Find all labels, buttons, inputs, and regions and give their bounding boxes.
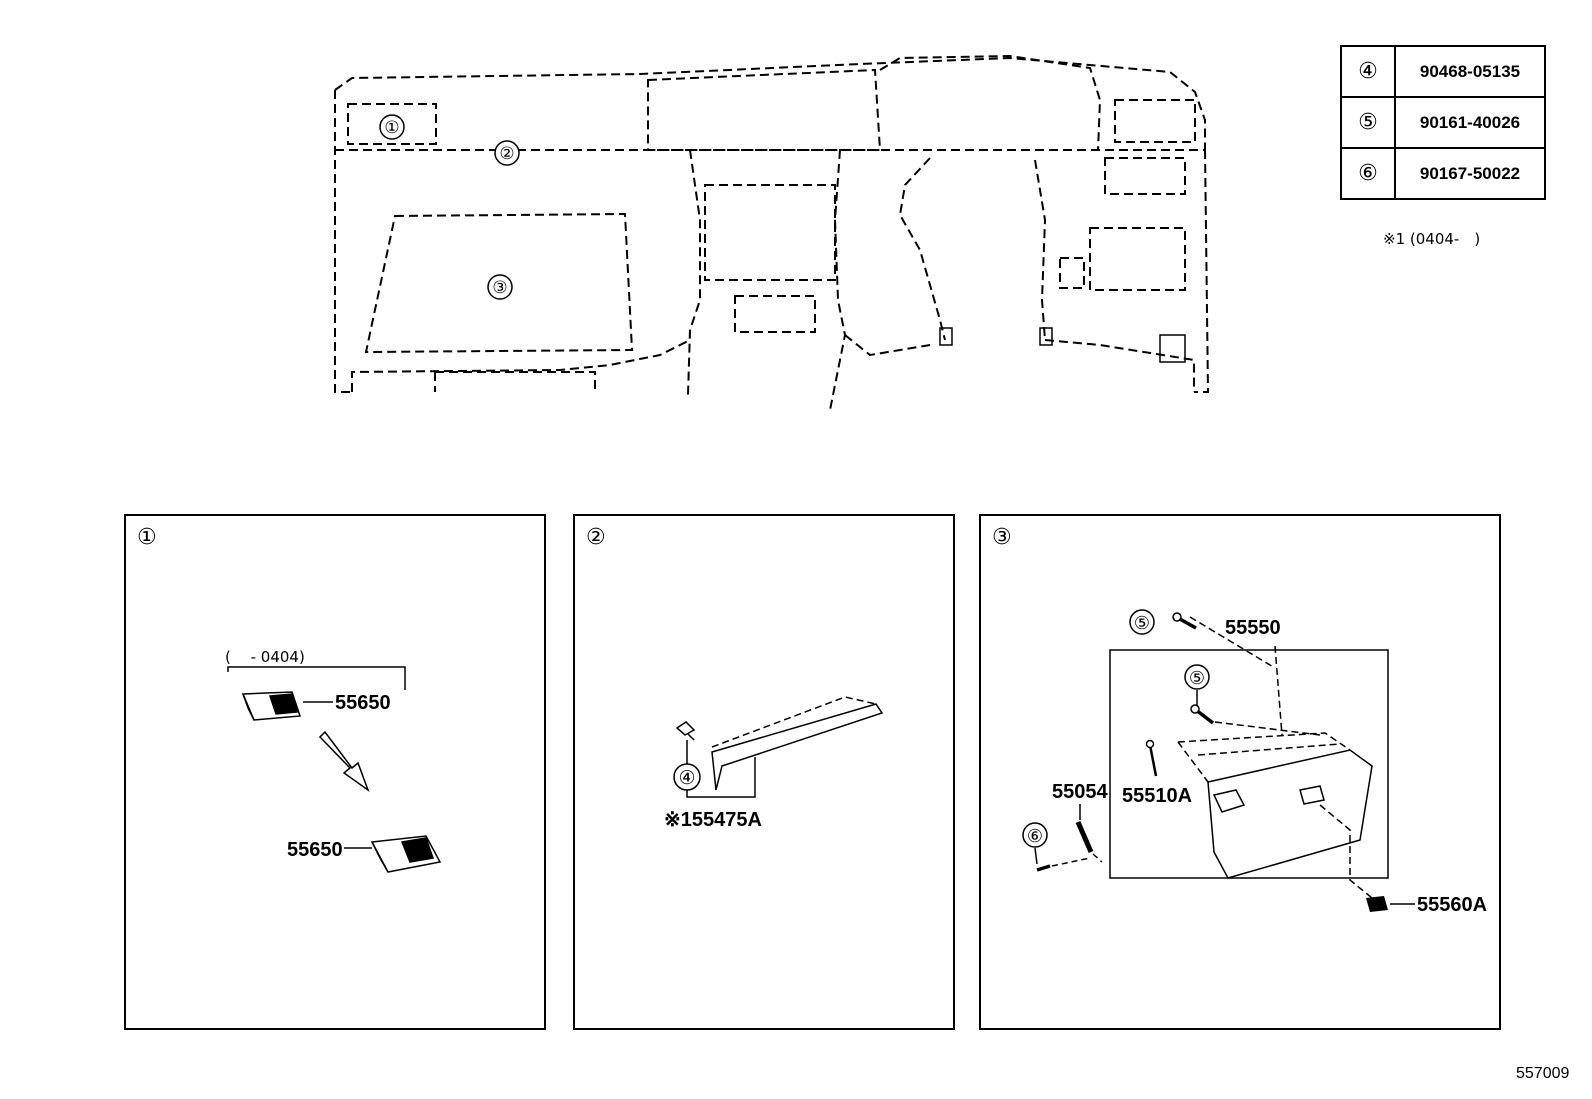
panel-3-tag: ③ [992, 525, 1012, 550]
screw-5-top-circle [1129, 609, 1155, 635]
glovebox-front-detail [1212, 785, 1325, 813]
glovebox-icon [1207, 749, 1373, 879]
range-bracket [227, 666, 406, 690]
screw-5-inner-circle [1184, 664, 1210, 690]
part-55510a: 55510A [1122, 785, 1192, 807]
trim-strip [711, 703, 884, 791]
instrument-hood-outline [879, 54, 1102, 151]
vent-left-outline [347, 103, 437, 145]
legend-row: ④ 90468-05135 [1340, 45, 1546, 98]
steering-column-outline [898, 157, 1047, 341]
dashboard-top-outline [334, 56, 1206, 150]
part-55475a: ※155475A [664, 809, 762, 831]
column-foot-right [1039, 327, 1053, 346]
panel-2-tag: ② [586, 525, 606, 550]
part-55650-old: 55650 [335, 692, 391, 714]
date-note: ※1 (0404- ) [1383, 230, 1481, 248]
bolt-6-circle [1022, 822, 1048, 848]
callout-1-label: ① [384, 118, 399, 138]
fastener-4-label: ④ [678, 767, 695, 789]
legend-part: 90468-05135 [1394, 45, 1546, 98]
inner-frame [1109, 649, 1389, 879]
glovebox-area-outline [364, 212, 634, 354]
center-panel-outline [704, 184, 836, 281]
callout-3-circle [487, 274, 513, 300]
screw-5-inner-label: ⑤ [1189, 668, 1205, 689]
panel-1-tag: ① [137, 525, 157, 550]
legend-row: ⑥ 90167-50022 [1340, 147, 1546, 200]
part-55650-new: 55650 [287, 839, 343, 861]
part-55560a: 55560A [1417, 894, 1487, 916]
latch-hidden-line [1092, 853, 1103, 863]
legend-mark: ④ [1340, 45, 1396, 98]
legend-mark: ⑤ [1340, 96, 1396, 149]
right-upper-box-outline [1104, 157, 1186, 195]
part-55550: 55550 [1225, 617, 1281, 639]
bolt-hidden-line [1051, 857, 1091, 867]
glovebox-hidden-lines [1177, 616, 1351, 783]
screw-top-head [1172, 612, 1182, 622]
part-bracket [686, 740, 756, 798]
right-lower-box-outline [1089, 227, 1186, 291]
screw-5-top-label: ⑤ [1134, 613, 1150, 634]
column-foot-left [939, 327, 953, 346]
vent-old-icon [241, 691, 302, 721]
panel-2: ② ④ ※155475A [586, 525, 884, 831]
callout-3-label: ③ [492, 278, 507, 298]
part-55054: 55054 [1052, 781, 1108, 803]
callout-1-circle [379, 114, 405, 140]
vent-new-icon [370, 835, 442, 873]
switch-block-outline [1059, 257, 1085, 289]
legend-mark: ⑥ [1340, 147, 1396, 200]
callout-2-label: ② [499, 144, 514, 164]
bottom-duct-outline [434, 371, 596, 392]
screw-inner-head [1190, 704, 1200, 714]
hinge-pin-icon [1148, 744, 1158, 777]
legend-part: 90167-50022 [1394, 147, 1546, 200]
screw-top-icon [1177, 616, 1197, 630]
center-console-outline [687, 149, 847, 411]
clip-icon [675, 721, 696, 736]
dashboard-bottom-right [844, 334, 1195, 392]
hinge-pin-head [1145, 739, 1155, 749]
panel-3: ③ ⑤ ⑤ 55550 55510A 55054 ⑥ 55560A [992, 525, 1487, 916]
dashboard-bottom-left [351, 339, 691, 392]
bumper-hidden-line [1319, 804, 1373, 899]
panel-1-frame [124, 514, 546, 1030]
fastener-legend-table: ④ 90468-05135 ⑤ 90161-40026 ⑥ 90167-5002… [1340, 45, 1546, 200]
bumper-icon [1366, 896, 1388, 912]
center-lower-outline [734, 295, 816, 333]
panel-1: ① ( - 0404) 55650 55650 [137, 525, 442, 873]
knee-panel-detail [1159, 334, 1186, 363]
panel-2-frame [573, 514, 955, 1030]
bolt-icon [1036, 864, 1051, 872]
vent-right-outline [1114, 99, 1196, 143]
leader-bolt-6 [1034, 847, 1038, 865]
clip-hook-icon [687, 733, 695, 741]
panel-3-frame [979, 514, 1501, 1030]
trim-strip-hidden [711, 696, 877, 748]
callout-2-circle [494, 140, 520, 166]
bolt-6-label: ⑥ [1027, 826, 1043, 847]
legend-part: 90161-40026 [1394, 96, 1546, 149]
latch-icon [1075, 821, 1094, 853]
dashboard-left-edge [334, 90, 352, 393]
upgrade-arrow [318, 730, 370, 793]
cluster-outline [647, 68, 882, 151]
screw-inner-icon [1194, 708, 1215, 725]
legend-row: ⑤ 90161-40026 [1340, 96, 1546, 149]
range-label: ( - 0404) [225, 648, 305, 666]
dashboard-right-edge [1194, 149, 1210, 393]
figure-id: 557009 [1516, 1065, 1570, 1082]
